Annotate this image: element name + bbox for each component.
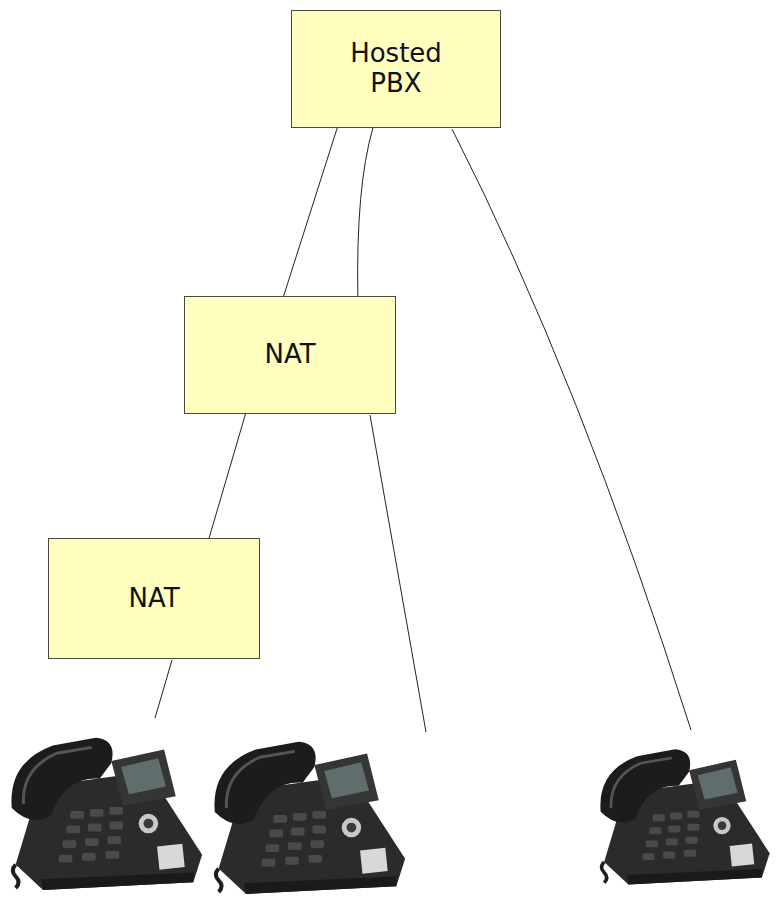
network-link (284, 128, 338, 296)
network-link (209, 414, 245, 538)
pbx-box: Hosted PBX (291, 10, 501, 128)
nat-box: NAT (48, 538, 260, 659)
network-link (358, 128, 373, 296)
nat-box: NAT (184, 296, 396, 414)
box-label: NAT (264, 340, 315, 370)
box-label: Hosted PBX (336, 39, 456, 99)
box-label: NAT (128, 584, 179, 614)
